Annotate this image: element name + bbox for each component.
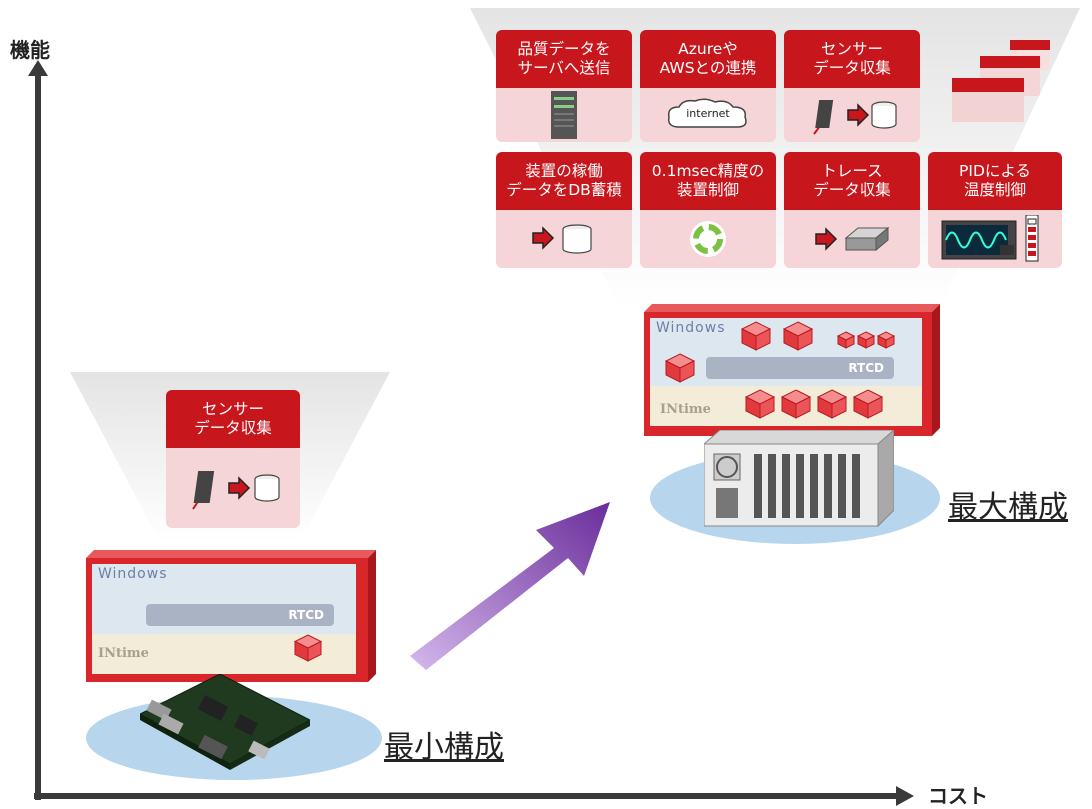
max-rtcd-bar: RTCD: [706, 357, 894, 379]
feature-card-quality-data: 品質データをサーバへ送信: [496, 30, 632, 142]
cycle-icon: [690, 221, 726, 257]
max-intime-logo: INtime: [660, 402, 711, 417]
process-box-icon: [744, 389, 776, 419]
process-box-icon: [876, 331, 896, 349]
max-config-label: 最大構成: [948, 490, 1068, 525]
process-box-icon: [740, 321, 772, 351]
industrial-pc-icon: [704, 430, 894, 528]
sensor-to-db-icon: [813, 100, 897, 135]
cloud-label: internet: [686, 107, 730, 120]
card-title-line1: トレース: [821, 162, 883, 180]
cloud-icon: [667, 98, 747, 128]
process-box-icon: [816, 389, 848, 419]
sensor-to-db-icon: [192, 471, 280, 510]
server-icon: [551, 91, 577, 139]
card-title-line2: サーバへ送信: [517, 59, 611, 77]
card-title-line2: 温度制御: [963, 181, 1026, 199]
x-axis-label: コスト: [928, 784, 988, 808]
feature-card-pid-control: PIDによる温度制御: [928, 152, 1062, 268]
max-windows-label: Windows: [656, 320, 726, 336]
storage-icon: [815, 226, 890, 252]
feature-card-sensor-data: センサーデータ収集: [784, 30, 920, 142]
process-box-icon: [782, 321, 814, 351]
card-title-line1: センサー: [820, 40, 883, 58]
process-box-icon: [856, 331, 876, 349]
card-title-line1: PIDによる: [959, 162, 1031, 180]
card-title-line1: センサー: [201, 400, 264, 418]
feature-card-precision-control: 0.1msec精度の装置制御: [640, 152, 776, 268]
y-axis-label: 機能: [10, 38, 50, 62]
min-windows-label: Windows: [98, 566, 168, 582]
process-box-icon: [664, 353, 696, 383]
x-axis: [34, 786, 914, 806]
min-config-label: 最小構成: [384, 730, 504, 765]
card-title-line1: 0.1msec精度の: [651, 162, 765, 180]
card-title-line1: 品質データを: [517, 40, 611, 58]
db-icon: [532, 224, 592, 254]
feature-card-db-storage: 装置の稼働データをDB蓄積: [496, 152, 632, 268]
oscilloscope-icon: [941, 215, 1039, 262]
card-title-line2: データをDB蓄積: [506, 181, 622, 199]
min-intime-logo: INtime: [98, 646, 149, 661]
growth-arrow: [410, 502, 610, 670]
more-cards-icon: [952, 40, 1050, 122]
card-title-line2: データ収集: [813, 181, 891, 199]
feature-card-sensor-data-small: センサーデータ収集: [166, 390, 300, 528]
card-title-line2: データ収集: [813, 59, 891, 77]
card-title-line1: Azureや: [678, 40, 738, 58]
card-title-line1: 装置の稼働: [525, 162, 603, 180]
process-box-icon: [852, 389, 884, 419]
card-title-line2: 装置制御: [676, 181, 739, 199]
card-title-line2: AWSとの連携: [659, 59, 757, 77]
min-rtcd-bar: RTCD: [146, 604, 334, 626]
process-box-icon: [836, 331, 856, 349]
embedded-board-icon: [140, 674, 310, 770]
process-box-icon: [780, 389, 812, 419]
y-axis: [28, 60, 48, 800]
feature-card-trace-data: トレースデータ収集: [784, 152, 920, 268]
card-title-line2: データ収集: [194, 419, 272, 437]
process-box-icon: [293, 634, 323, 662]
